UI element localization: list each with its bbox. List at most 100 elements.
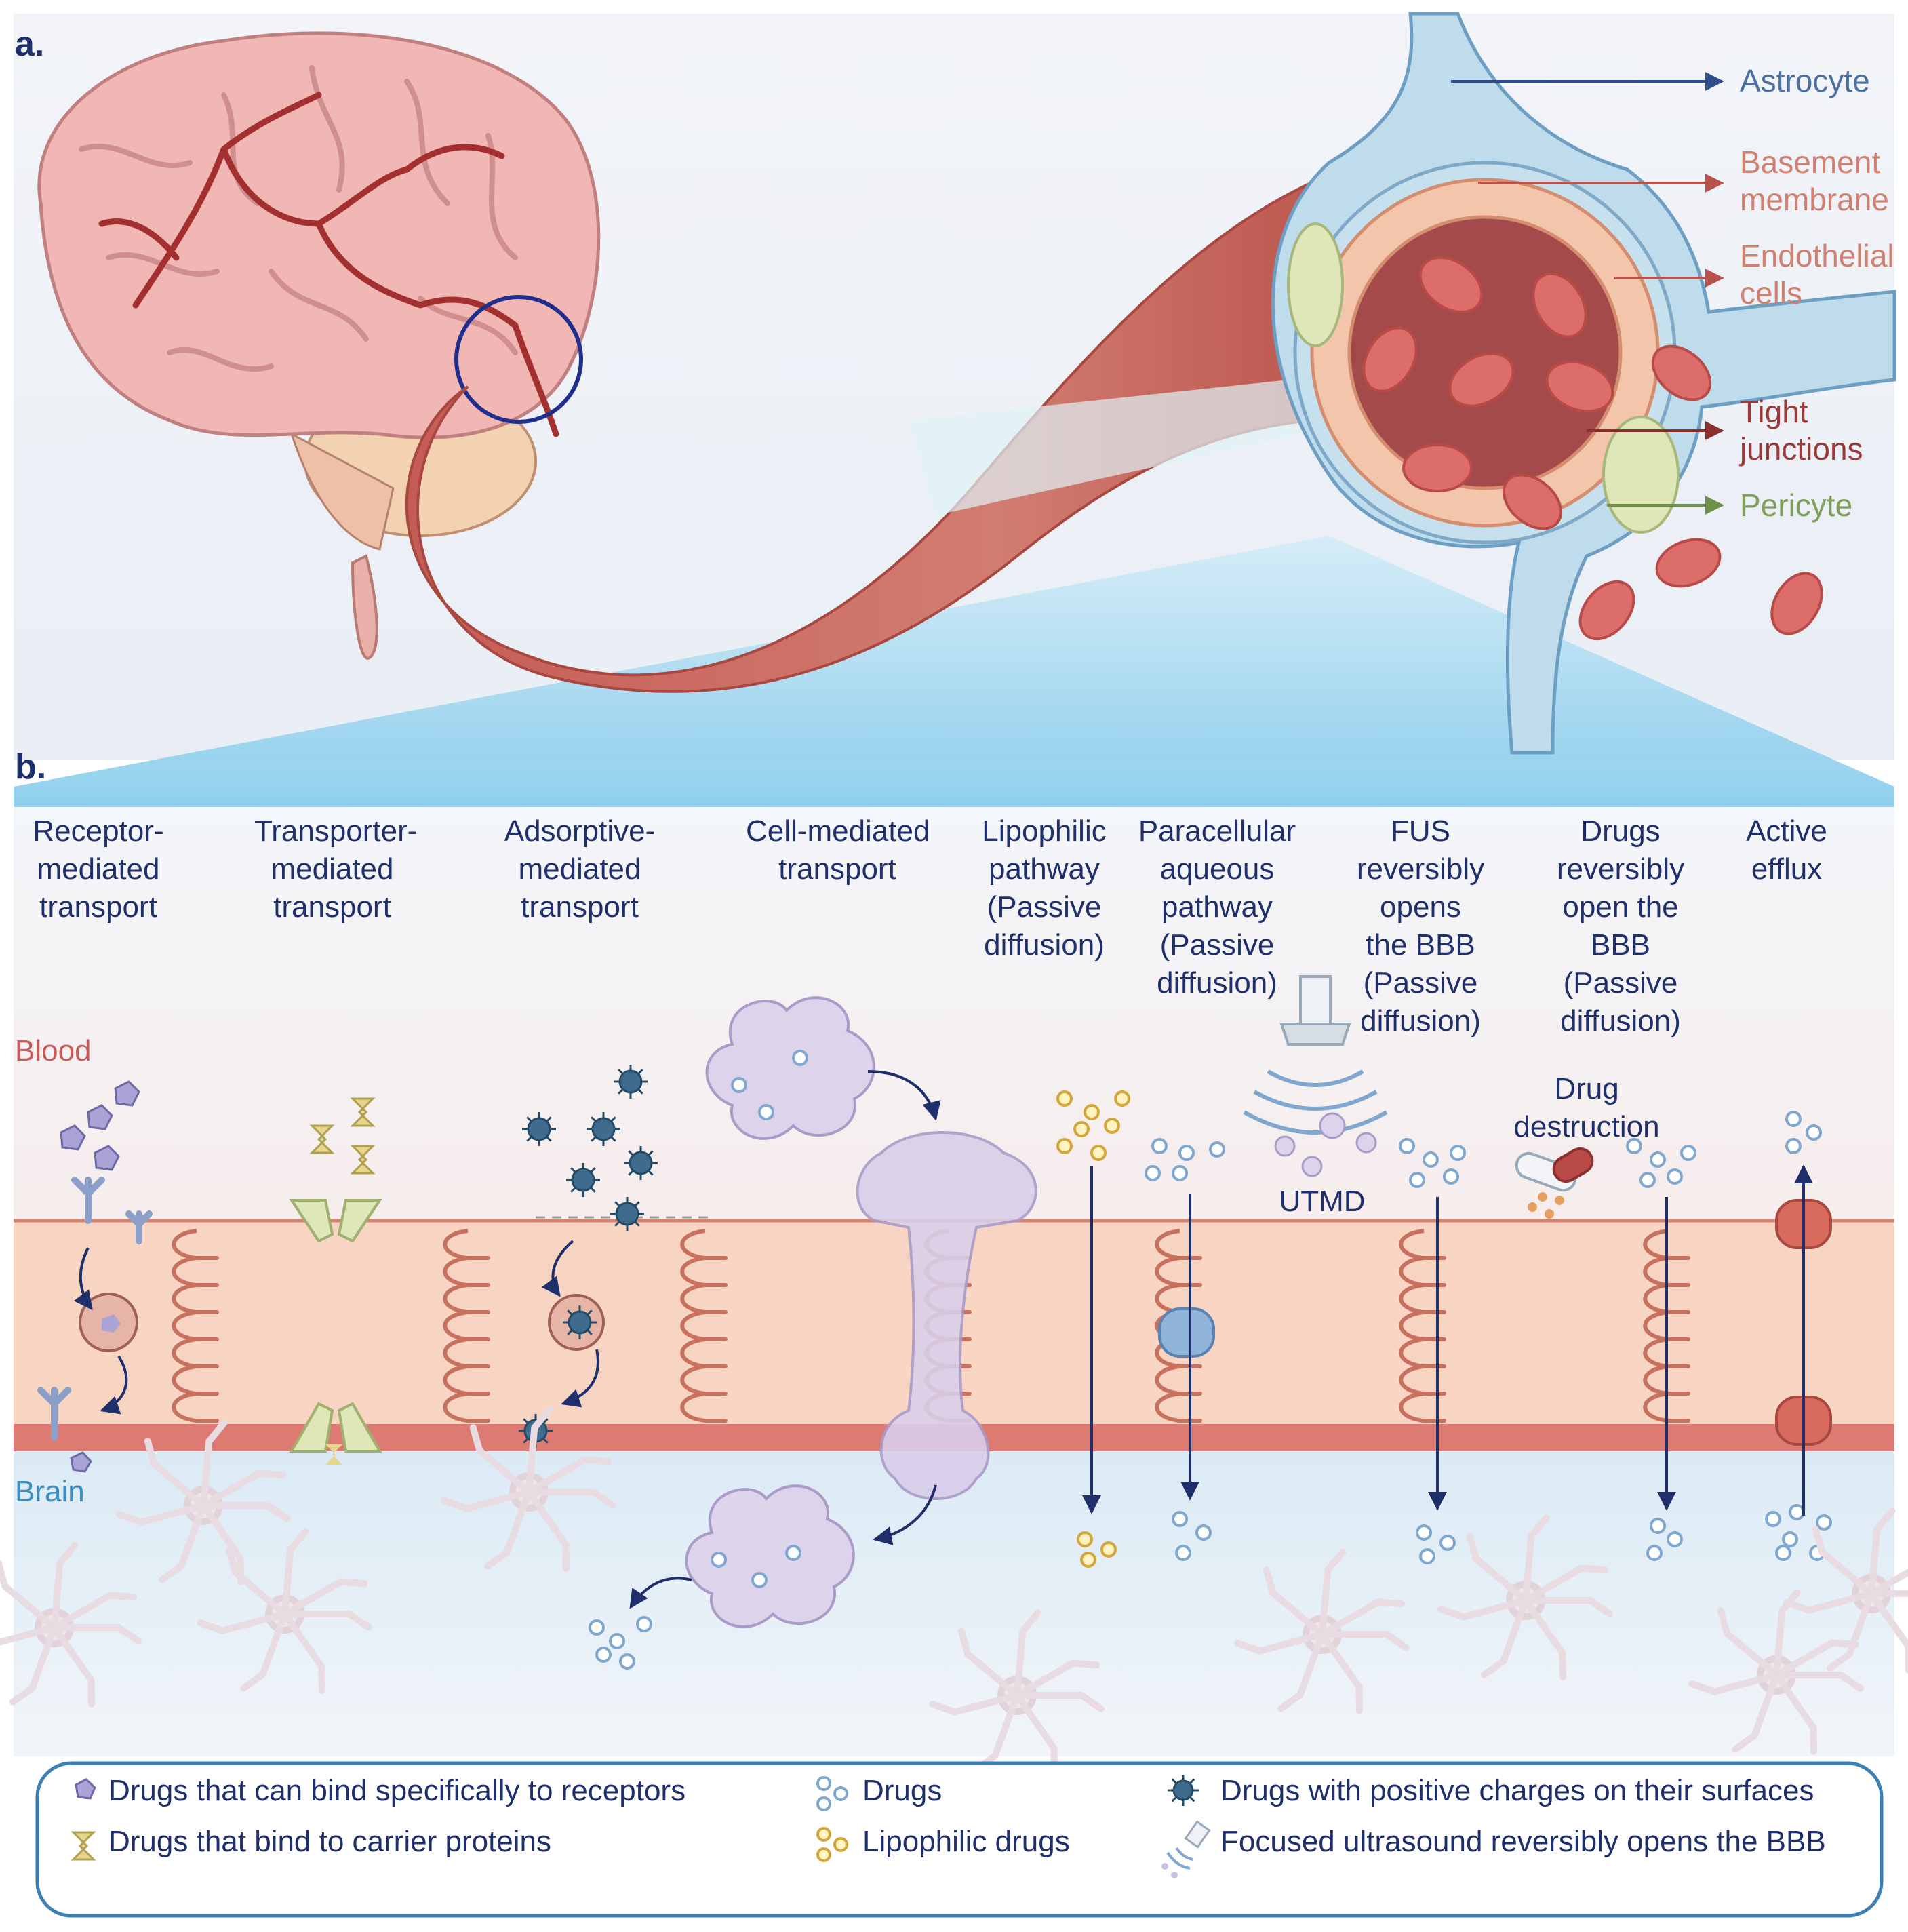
astrocyte-branch: [1069, 1659, 1100, 1669]
drug: [1626, 1138, 1642, 1154]
drug: [1650, 1518, 1666, 1534]
positive-drug: [527, 1117, 551, 1141]
header-line: mediated: [518, 852, 641, 886]
astrocyte-branch: [1324, 1548, 1347, 1574]
lipophilic-drug: [1080, 1552, 1096, 1568]
astrocyte-process: [1773, 1639, 1836, 1678]
header-adsorptive-mediated: Adsorptive- mediated transport: [495, 812, 664, 926]
astrocyte-foot: [909, 380, 1302, 515]
basement-membrane-label: Basement membrane: [1740, 144, 1889, 218]
astrocyte-branch: [469, 1424, 483, 1454]
drug: [1145, 1165, 1161, 1181]
header-line: opens: [1380, 890, 1461, 924]
astrocyte-branch: [1234, 1639, 1264, 1655]
astrocyte-process: [259, 1611, 288, 1678]
lipophilic-drug: [1073, 1121, 1090, 1137]
lipophilic-drug-icon: [816, 1827, 848, 1862]
astrocyte-process: [1473, 1555, 1529, 1604]
astrocyte-process: [1014, 1628, 1027, 1699]
zoom-cone: [14, 536, 1894, 807]
astrocyte-branch: [484, 1549, 511, 1570]
header-line: Cell-mediated: [746, 814, 930, 848]
astrocyte-process: [1014, 1692, 1058, 1752]
drug: [1409, 1172, 1425, 1188]
astrocyte-branch: [56, 1541, 79, 1567]
astrocyte-process: [1751, 1672, 1780, 1739]
astrocyte-process: [281, 1578, 344, 1617]
lipophilic-drug: [1114, 1090, 1130, 1107]
paracellular-channel: [1158, 1307, 1215, 1358]
endothelial-line-1: Endothelial: [1740, 238, 1894, 273]
astrocyte-process: [1296, 1631, 1326, 1699]
astrocyte-process: [476, 1446, 532, 1495]
astrocyte-process: [28, 1624, 58, 1692]
adsorptive-mediated-transport: [519, 1065, 712, 1448]
drug: [1667, 1168, 1683, 1185]
red-blood-cells: [1362, 256, 1823, 641]
astrocyte-process: [1806, 1590, 1875, 1614]
drug: [1667, 1531, 1683, 1547]
astrocyte-process: [1269, 1589, 1326, 1638]
astrocyte-process: [1868, 1590, 1908, 1650]
lipophilic-drug: [1056, 1090, 1073, 1107]
drug: [1782, 1531, 1798, 1547]
astrocyte-branch: [1717, 1607, 1731, 1637]
drug: [785, 1545, 801, 1561]
zoom-circle: [454, 295, 583, 424]
astrocyte-process: [525, 1424, 538, 1495]
astrocyte-branch: [1587, 1597, 1613, 1617]
drug: [1646, 1545, 1663, 1561]
lipophilic-drug: [1090, 1145, 1107, 1161]
astrocyte-process: [503, 1489, 532, 1556]
astrocyte-branch: [590, 1489, 616, 1509]
astrocyte-branch: [115, 1510, 145, 1526]
astrocyte-branch: [346, 1611, 372, 1631]
tight-line-1: Tight: [1740, 394, 1808, 429]
drug: [1178, 1145, 1195, 1161]
drug: [1419, 1548, 1435, 1564]
tight-junctions-label: Tight junctions: [1740, 393, 1863, 468]
astrocyte-process: [138, 1502, 207, 1526]
astrocyte-process: [200, 1438, 213, 1509]
astrocyte-branch: [159, 1562, 185, 1583]
astrocyte-process: [1319, 1566, 1332, 1638]
header-line: efflux: [1751, 852, 1823, 886]
vessel-cross-section: [1271, 12, 1896, 755]
astrocyte-process: [281, 1611, 325, 1670]
legend-drugs: Drugs: [862, 1774, 942, 1807]
drug-destruction-line-2: destruction: [1513, 1110, 1660, 1143]
fus-transducer: [1243, 975, 1388, 1177]
brainstem: [290, 431, 395, 551]
astrocyte-branch: [929, 1700, 959, 1716]
astrocyte-branch: [264, 1502, 291, 1522]
drug: [1775, 1545, 1791, 1561]
header-active-efflux: Active efflux: [1736, 812, 1837, 888]
astrocyte-process: [1256, 1631, 1326, 1655]
cell-mediated-transport: [629, 996, 1037, 1628]
astrocyte-process: [1522, 1533, 1535, 1604]
astrocyte-branch: [225, 1546, 239, 1576]
astrocyte-process: [51, 1560, 64, 1631]
positive-drug: [568, 1310, 592, 1335]
astrocyte-process: [1724, 1630, 1780, 1678]
astrocyte-process: [1319, 1598, 1382, 1638]
lipophilic-drug: [1084, 1104, 1100, 1120]
legend-box: [35, 1761, 1884, 1918]
header-line: (Passive: [987, 890, 1102, 924]
header-line: (Passive: [1363, 966, 1478, 1000]
astrocyte-label: Astrocyte: [1740, 63, 1870, 98]
astrocyte-process: [0, 1624, 58, 1646]
header-line: pathway: [989, 852, 1100, 886]
astrocyte-branch: [1732, 1732, 1758, 1753]
positive-drug: [618, 1069, 643, 1094]
header-fus: FUS reversibly opens the BBB (Passive di…: [1339, 812, 1502, 1040]
drug-particles: [589, 1050, 1832, 1670]
header-line: diffusion): [1560, 1004, 1681, 1038]
astrocyte-branch: [240, 1671, 266, 1692]
header-cell-mediated: Cell-mediated transport: [746, 812, 930, 888]
astrocyte-process: [178, 1502, 207, 1570]
lipophilic-drug: [1077, 1531, 1093, 1547]
header-lipophilic: Lipophilic pathway (Passive diffusion): [976, 812, 1112, 964]
astrocyte-branch: [1078, 1692, 1105, 1712]
